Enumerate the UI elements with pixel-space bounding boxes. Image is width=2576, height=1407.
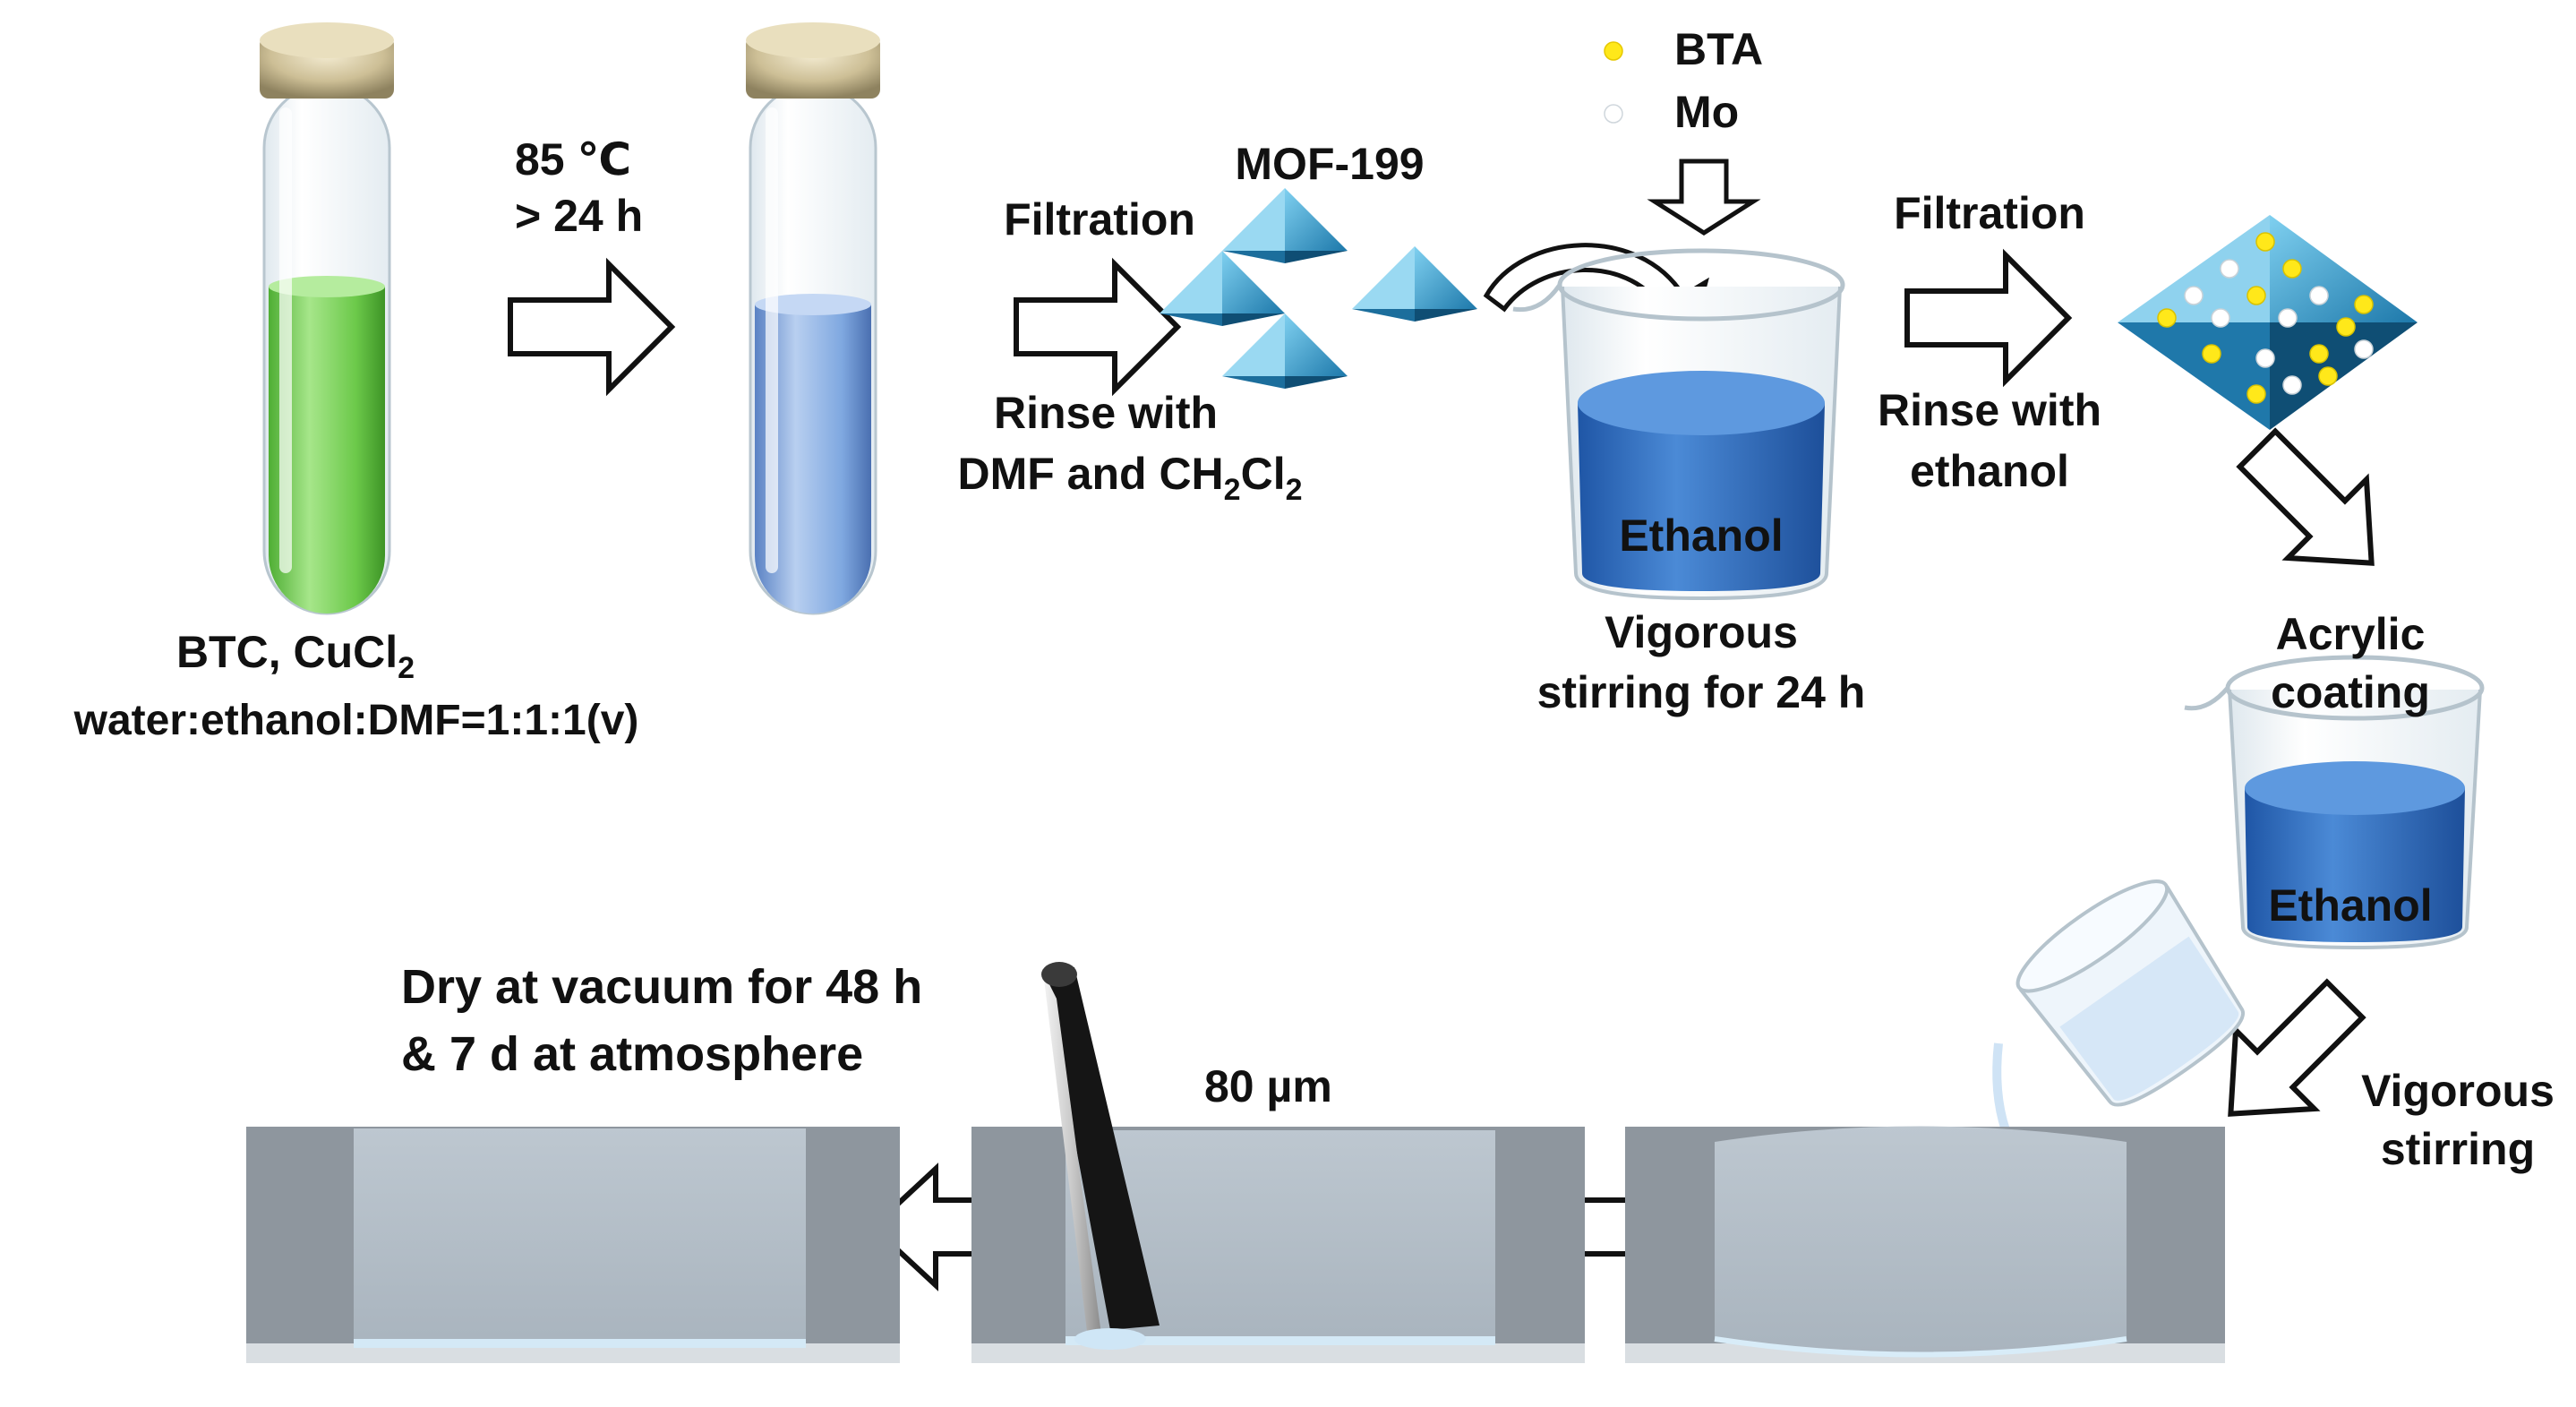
- film-applicator-blade: [1041, 962, 1160, 1350]
- legend-mo-label: Mo: [1674, 87, 1739, 137]
- rinse-1-line2: DMF and CH2Cl2: [957, 449, 1302, 507]
- bta-dot: [2247, 384, 2266, 404]
- mo-dot: [2282, 375, 2302, 395]
- stirring-2-line2: stirring: [2381, 1124, 2535, 1174]
- rinse-2-line1: Rinse with: [1878, 385, 2101, 435]
- filtration-2-label: Filtration: [1894, 188, 2085, 238]
- mo-dot: [2220, 259, 2239, 279]
- legend-bta-label: BTA: [1674, 24, 1763, 74]
- bta-dot: [2354, 295, 2374, 314]
- mof-199-crystals: [1160, 188, 1477, 389]
- test-tube-blue: [746, 22, 880, 615]
- mo-dot: [2255, 348, 2275, 368]
- beaker-ethanol-1: [1512, 248, 1845, 601]
- mof-loaded: [2118, 215, 2418, 430]
- acrylic-coating-line1: Acrylic: [2276, 609, 2426, 659]
- test-tube-green: [260, 22, 394, 615]
- film-thickness-label: 80 µm: [1204, 1061, 1332, 1111]
- substrate-2: [971, 1127, 1585, 1363]
- mo-dot: [2309, 286, 2329, 305]
- pour-stream: [1992, 1042, 2010, 1132]
- rinse-2-line2: ethanol: [1910, 446, 2069, 496]
- mo-dot: [2184, 286, 2204, 305]
- beaker-1-solvent: Ethanol: [1619, 510, 1783, 561]
- drying-line1: Dry at vacuum for 48 h: [401, 960, 922, 1014]
- bta-dot: [2318, 366, 2338, 386]
- arrow-diagonal-2: [2228, 978, 2366, 1117]
- arrow-right-2: [1014, 257, 1182, 397]
- condition-temp: 85 ℃: [515, 134, 631, 184]
- mof-199-label: MOF-199: [1235, 139, 1424, 189]
- bta-dot: [2282, 259, 2302, 279]
- bta-dot: [2309, 344, 2329, 364]
- drying-line2: & 7 d at atmosphere: [401, 1027, 863, 1081]
- pouring-beaker: [2015, 879, 2245, 1107]
- filtration-1-label: Filtration: [1004, 194, 1195, 245]
- arrow-diagonal-1: [2236, 427, 2375, 566]
- substrate-3: [1625, 1126, 2225, 1363]
- bta-legend-dot: [1604, 41, 1623, 61]
- beaker-1-caption-line1: Vigorous: [1605, 607, 1798, 657]
- condition-time: > 24 h: [515, 191, 643, 241]
- mo-dot: [2354, 339, 2374, 359]
- bta-dot: [2336, 317, 2356, 337]
- bta-dot: [2255, 232, 2275, 252]
- mo-dot: [2278, 308, 2298, 328]
- precursor-line2: water:ethanol:DMF=1:1:1(v): [73, 697, 639, 744]
- rinse-1-line1: Rinse with: [994, 388, 1218, 438]
- legend: [1604, 41, 1623, 124]
- bta-dot: [2202, 344, 2221, 364]
- precursor-line1: BTC, CuCl2: [176, 627, 415, 685]
- stirring-2-line1: Vigorous: [2361, 1066, 2555, 1116]
- beaker-acrylic: [2184, 655, 2485, 950]
- beaker-1-caption-line2: stirring for 24 h: [1537, 667, 1866, 717]
- substrate-1: [246, 1127, 900, 1363]
- mo-dot: [2211, 308, 2230, 328]
- arrow-right-3: [1904, 248, 2073, 388]
- arrow-right-1: [508, 257, 676, 397]
- acrylic-coating-line2: coating: [2271, 667, 2430, 717]
- beaker-2-solvent: Ethanol: [2268, 880, 2432, 931]
- bta-dot: [2157, 308, 2177, 328]
- arrow-down: [1647, 159, 1761, 236]
- mo-legend-dot: [1604, 104, 1623, 124]
- bta-dot: [2247, 286, 2266, 305]
